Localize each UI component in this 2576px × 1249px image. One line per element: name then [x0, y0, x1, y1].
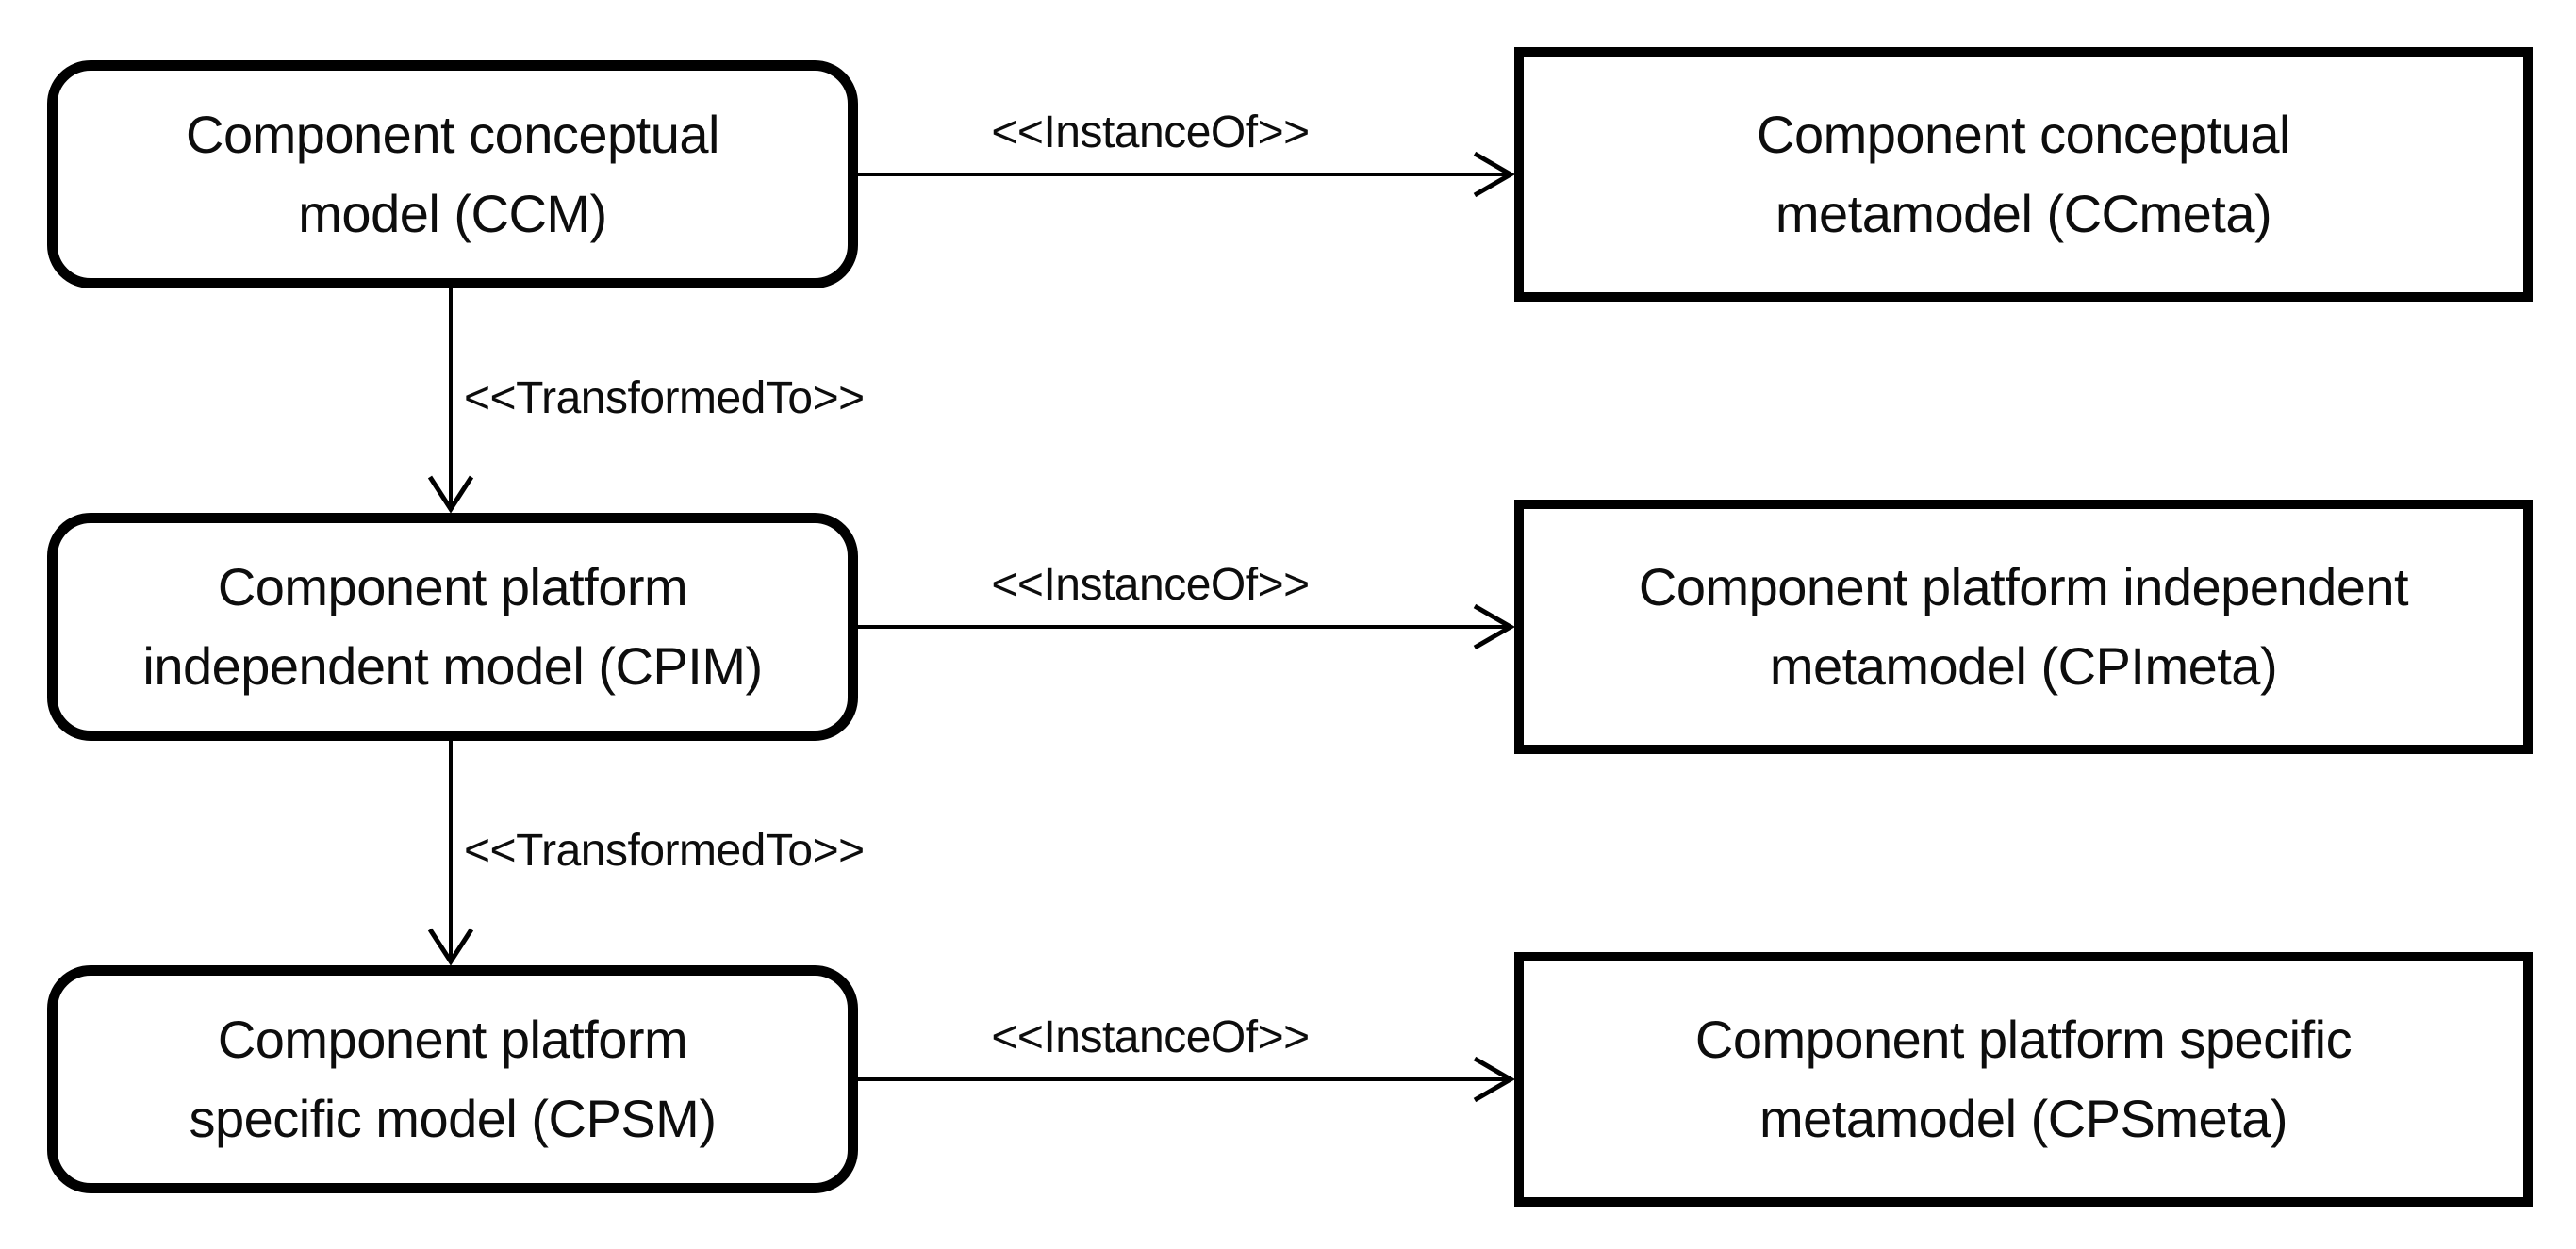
arrow-instanceof-cpsm-to-cpsmeta [858, 1056, 1515, 1103]
node-ccm: Component conceptual model (CCM) [47, 60, 858, 288]
arrow-instanceof-ccm-to-ccmeta [858, 151, 1515, 198]
node-cpsm-label: Component platform specific model (CPSM) [190, 1000, 717, 1159]
node-ccm-line2: model (CCM) [298, 184, 607, 243]
edge-label-transformedto-2: <<TransformedTo>> [464, 826, 865, 876]
arrow-instanceof-cpim-to-cpimeta [858, 603, 1515, 650]
node-cpimeta-line2: metamodel (CPImeta) [1769, 636, 2278, 696]
edge-label-transformedto-1: <<TransformedTo>> [464, 373, 865, 423]
edge-label-instanceof-3: <<InstanceOf>> [991, 1012, 1310, 1062]
node-cpsmeta-label: Component platform specific metamodel (C… [1694, 1000, 2353, 1159]
node-cpim-label: Component platform independent model (CP… [142, 548, 763, 706]
node-cpim-line1: Component platform [217, 557, 688, 616]
node-cpimeta-line1: Component platform independent [1638, 557, 2409, 616]
node-ccmeta-line2: metamodel (CCmeta) [1775, 184, 2272, 243]
node-cpsmeta-line2: metamodel (CPSmeta) [1759, 1089, 2288, 1148]
node-ccm-label: Component conceptual model (CCM) [186, 95, 719, 254]
node-ccmeta-label: Component conceptual metamodel (CCmeta) [1757, 95, 2290, 254]
node-cpimeta-label: Component platform independent metamodel… [1638, 548, 2409, 706]
arrow-transformedto-ccm-to-cpim [427, 288, 474, 514]
node-ccmeta: Component conceptual metamodel (CCmeta) [1514, 47, 2533, 302]
node-cpsmeta: Component platform specific metamodel (C… [1514, 952, 2533, 1207]
node-cpsm-line2: specific model (CPSM) [189, 1089, 717, 1148]
node-cpim: Component platform independent model (CP… [47, 513, 858, 741]
node-ccm-line1: Component conceptual [186, 105, 719, 164]
node-cpsmeta-line1: Component platform specific [1694, 1010, 2353, 1069]
node-cpsm: Component platform specific model (CPSM) [47, 965, 858, 1193]
edge-label-instanceof-2: <<InstanceOf>> [991, 560, 1310, 610]
node-ccmeta-line1: Component conceptual [1757, 105, 2290, 164]
arrow-transformedto-cpim-to-cpsm [427, 741, 474, 966]
node-cpsm-line1: Component platform [217, 1010, 688, 1069]
node-cpimeta: Component platform independent metamodel… [1514, 500, 2533, 754]
node-cpim-line2: independent model (CPIM) [142, 636, 763, 696]
edge-label-instanceof-1: <<InstanceOf>> [991, 107, 1310, 157]
